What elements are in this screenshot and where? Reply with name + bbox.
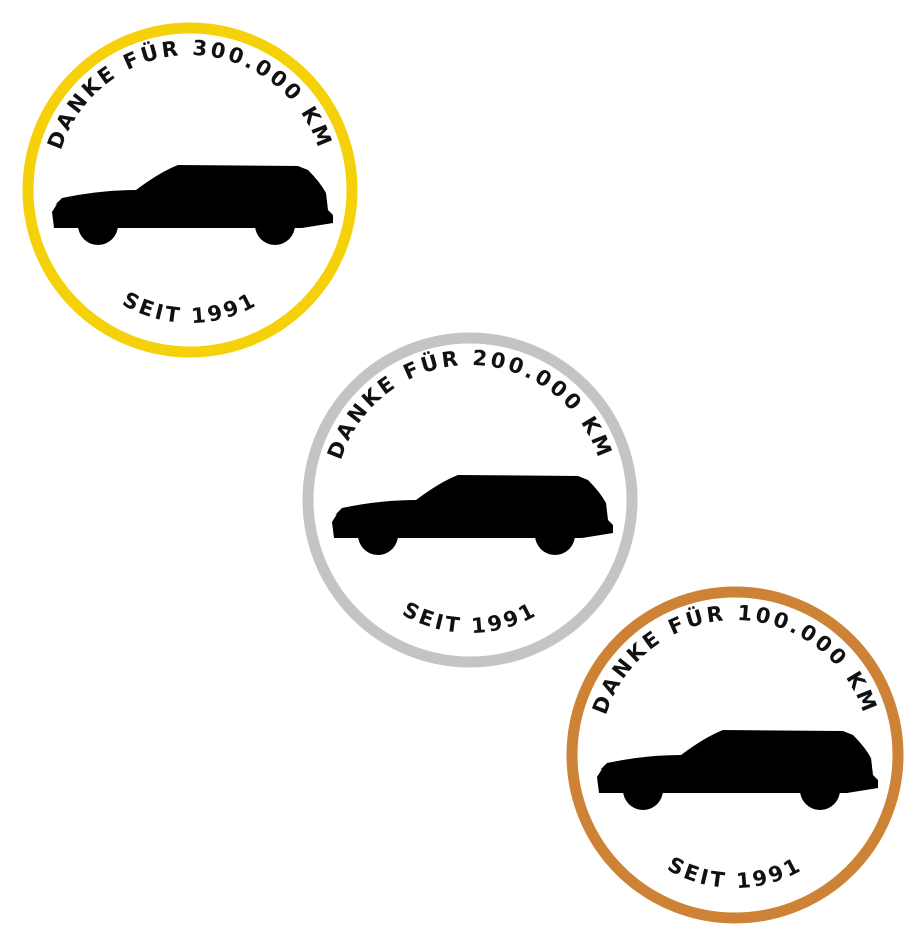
sticker-200000: DANKE FÜR 200.000 KM SEIT 1991 <box>302 332 638 668</box>
sticker-300000: DANKE FÜR 300.000 KM SEIT 1991 <box>22 22 358 358</box>
sticker-100000: DANKE FÜR 100.000 KM SEIT 1991 <box>566 586 904 924</box>
